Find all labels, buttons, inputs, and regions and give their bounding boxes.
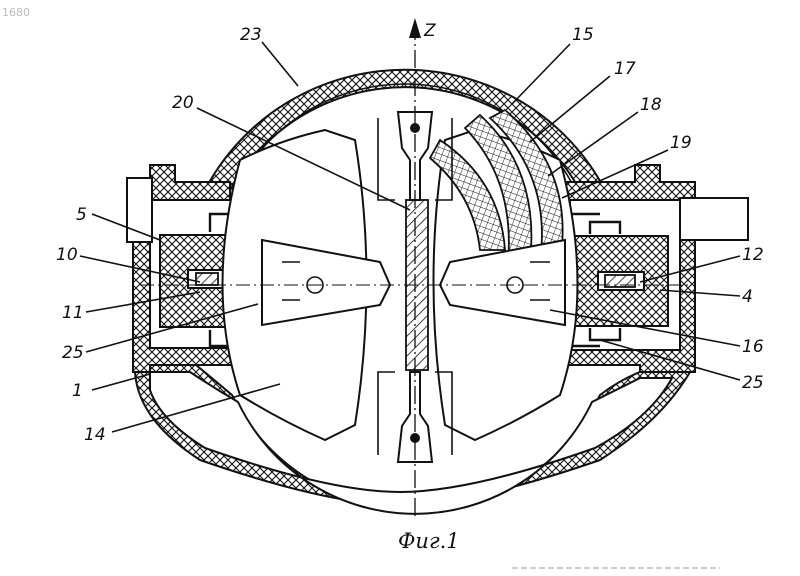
- z-axis-arrow: [409, 18, 421, 38]
- right-boss: [680, 198, 748, 240]
- label-19: 19: [670, 133, 692, 153]
- left-coil-winding: [196, 273, 218, 285]
- lower-guide-left: [378, 372, 395, 455]
- label-25-left: 25: [62, 343, 84, 363]
- label-17: 17: [614, 59, 636, 79]
- label-11: 11: [62, 303, 84, 323]
- label-14: 14: [84, 425, 106, 445]
- label-12: 12: [742, 245, 764, 265]
- left-lever-arm: [262, 240, 390, 325]
- label-18: 18: [640, 95, 662, 115]
- rotor-lower-pin: [410, 433, 420, 443]
- leader-23: [262, 42, 298, 86]
- upper-guide-left: [378, 118, 395, 200]
- label-25-right: 25: [742, 373, 764, 393]
- leader-17: [530, 76, 610, 142]
- label-20: 20: [172, 93, 194, 113]
- label-23: 23: [240, 25, 262, 45]
- label-10: 10: [56, 245, 78, 265]
- label-15: 15: [572, 25, 594, 45]
- label-16: 16: [742, 337, 764, 357]
- corner-mark: 1680: [2, 6, 30, 19]
- z-axis-label: Z: [423, 21, 436, 41]
- label-5: 5: [76, 205, 87, 225]
- figure-caption: Фиг.1: [398, 529, 460, 553]
- label-4: 4: [742, 287, 753, 307]
- label-1: 1: [72, 381, 83, 401]
- leader-15: [512, 44, 570, 104]
